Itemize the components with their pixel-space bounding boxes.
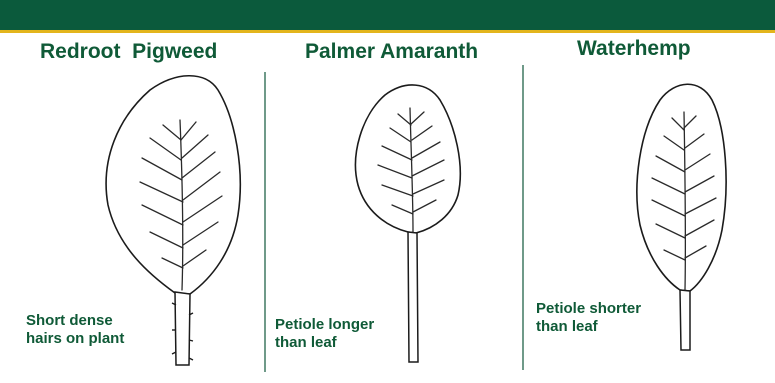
note-palmer-amaranth: Petiole longer than leaf [275,316,374,352]
note-line: Short dense [26,312,124,330]
note-line: Petiole longer [275,316,374,334]
note-waterhemp: Petiole shorter than leaf [536,300,641,336]
note-line: hairs on plant [26,330,124,348]
note-redroot-pigweed: Short dense hairs on plant [26,312,124,348]
note-line: than leaf [536,318,641,336]
note-line: Petiole shorter [536,300,641,318]
note-line: than leaf [275,334,374,352]
